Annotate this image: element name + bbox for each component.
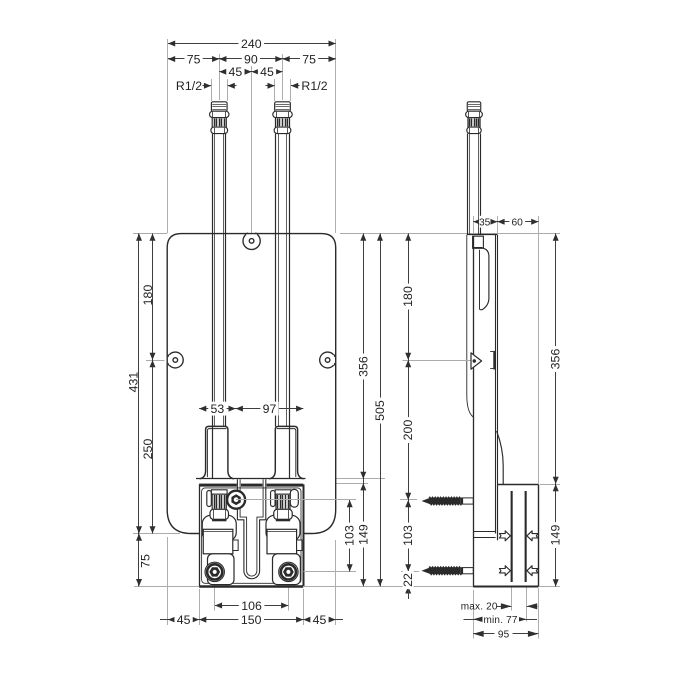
svg-text:180: 180 bbox=[141, 285, 155, 306]
svg-text:149: 149 bbox=[549, 525, 563, 546]
svg-text:505: 505 bbox=[373, 400, 387, 421]
svg-text:45: 45 bbox=[229, 65, 243, 79]
svg-text:R1/2: R1/2 bbox=[176, 79, 202, 93]
svg-text:356: 356 bbox=[356, 356, 370, 377]
svg-text:max. 20: max. 20 bbox=[461, 602, 498, 613]
svg-text:min. 77: min. 77 bbox=[483, 615, 517, 626]
svg-text:200: 200 bbox=[401, 420, 415, 441]
svg-text:60: 60 bbox=[511, 217, 523, 228]
svg-text:53: 53 bbox=[211, 402, 225, 416]
svg-text:431: 431 bbox=[126, 372, 140, 393]
svg-text:150: 150 bbox=[241, 613, 262, 627]
svg-text:35: 35 bbox=[479, 217, 491, 228]
svg-text:90: 90 bbox=[244, 52, 258, 66]
svg-text:R1/2: R1/2 bbox=[301, 79, 327, 93]
svg-text:45: 45 bbox=[260, 65, 274, 79]
svg-text:103: 103 bbox=[401, 525, 415, 546]
svg-text:180: 180 bbox=[401, 286, 415, 307]
svg-text:95: 95 bbox=[498, 629, 510, 640]
svg-text:250: 250 bbox=[141, 439, 155, 460]
svg-text:149: 149 bbox=[356, 524, 370, 545]
svg-text:45: 45 bbox=[177, 613, 191, 627]
svg-text:356: 356 bbox=[549, 349, 563, 370]
svg-text:22: 22 bbox=[401, 573, 415, 587]
svg-text:75: 75 bbox=[187, 52, 201, 66]
svg-text:75: 75 bbox=[302, 52, 316, 66]
svg-text:106: 106 bbox=[241, 599, 262, 613]
svg-text:240: 240 bbox=[241, 37, 262, 51]
svg-text:103: 103 bbox=[343, 525, 357, 546]
svg-text:75: 75 bbox=[139, 554, 153, 568]
svg-text:45: 45 bbox=[313, 613, 327, 627]
svg-text:97: 97 bbox=[263, 402, 277, 416]
